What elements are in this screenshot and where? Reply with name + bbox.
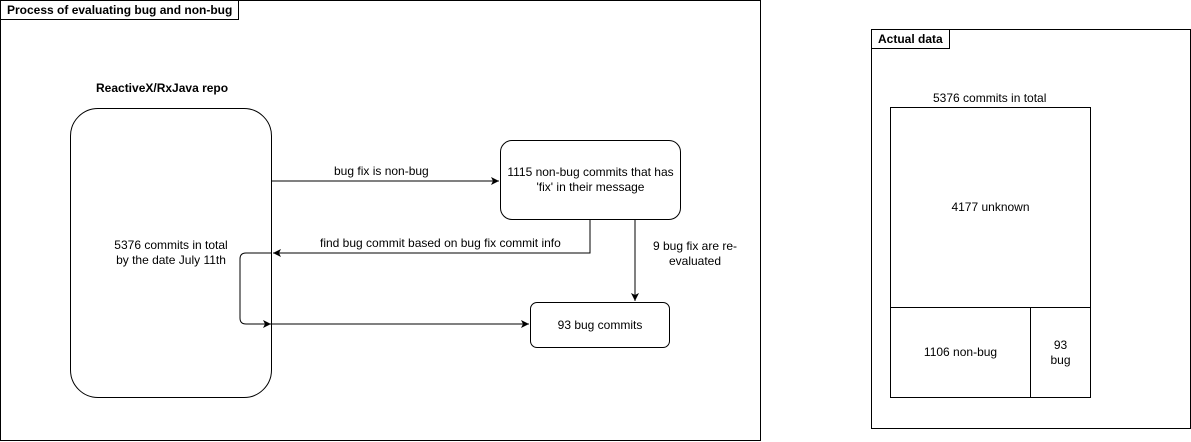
edge-loop-to-bug-line xyxy=(239,252,272,328)
repo-commits-line2: by the date July 11th xyxy=(116,253,226,267)
nonbug-commits-box: 1115 non-bug commits that has 'fix' in t… xyxy=(500,140,681,220)
unknown-box: 4177 unknown xyxy=(890,107,1091,308)
repo-commits-line1: 5376 commits in total xyxy=(114,238,228,252)
edge-bugfix-nonbug-label: bug fix is non-bug xyxy=(334,164,429,178)
nonbug-commits-line2: 'fix' in their message xyxy=(536,180,645,194)
bug-data-line2: bug xyxy=(1050,352,1071,367)
process-connectors xyxy=(239,177,639,328)
bug-data-line1: 93 xyxy=(1053,337,1068,352)
edge-reevaluated-line2: evaluated xyxy=(668,254,722,268)
edge-find-bug-label: find bug commit based on bug fix commit … xyxy=(320,236,561,250)
repo-commits-box: 5376 commits in total by the date July 1… xyxy=(70,108,272,398)
bug-commits-box: 93 bug commits xyxy=(530,302,670,348)
repo-label: ReactiveX/RxJava repo xyxy=(96,81,229,95)
nonbug-data-box: 1106 non-bug xyxy=(890,307,1031,398)
data-total-label: 5376 commits in total xyxy=(933,91,1047,105)
bug-data-box: 93 bug xyxy=(1030,307,1091,398)
edge-reevaluated-line1: 9 bug fix are re- xyxy=(652,239,738,253)
data-panel-title: Actual data xyxy=(871,29,950,49)
process-panel-title: Process of evaluating bug and non-bug xyxy=(0,0,240,20)
nonbug-commits-line1: 1115 non-bug commits that has xyxy=(507,165,674,179)
edge-reevaluated-label: 9 bug fix are re- evaluated xyxy=(640,239,750,269)
edge-find-bug-line xyxy=(273,220,591,257)
